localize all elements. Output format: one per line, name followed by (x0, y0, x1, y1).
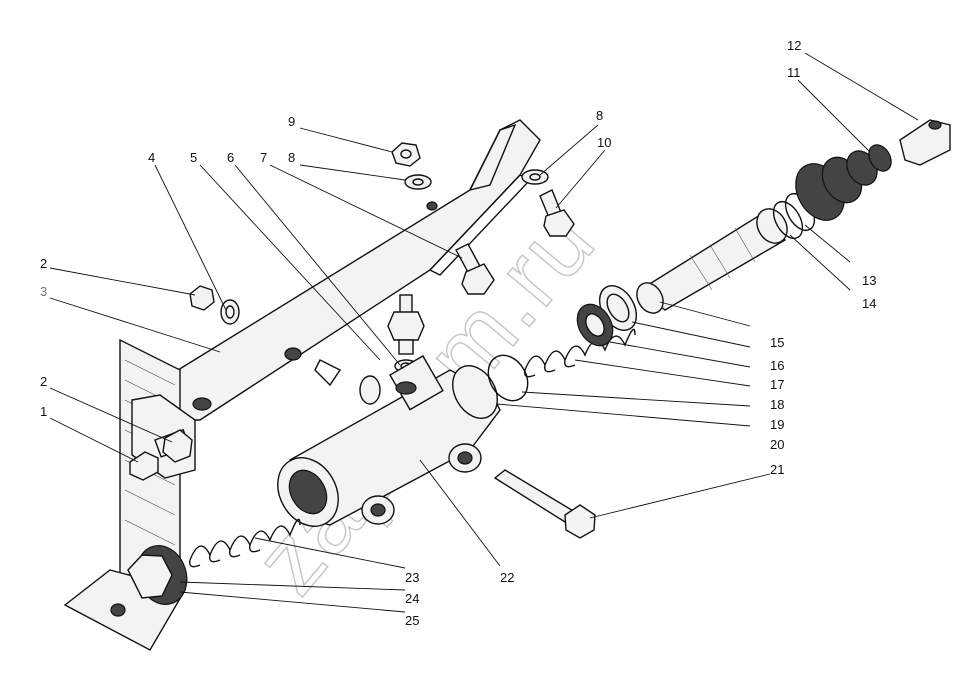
washer-drawing (359, 375, 381, 405)
part-label-9: 9 (288, 114, 295, 129)
leader-lines (49, 52, 919, 613)
seals-drawing (576, 285, 638, 347)
part-label-16: 16 (770, 358, 784, 373)
long-bolt-drawing (493, 469, 596, 539)
part-label-10: 10 (597, 135, 611, 150)
cylinder-body-drawing (277, 355, 501, 527)
part-label-24: 24 (405, 591, 419, 606)
part-label-2-nut: 2 (40, 256, 47, 271)
part-label-1: 1 (40, 404, 47, 419)
part-label-14: 14 (862, 296, 876, 311)
part-label-17: 17 (770, 377, 784, 392)
part-label-3: 3 (40, 284, 47, 299)
part-label-7: 7 (260, 150, 267, 165)
piston-drawing (636, 208, 788, 314)
ring-drawing (487, 354, 529, 402)
part-label-2-clamp: 2 (40, 374, 47, 389)
end-plug-drawing (127, 545, 188, 605)
part-label-15: 15 (770, 335, 784, 350)
top-fasteners-drawing (391, 142, 575, 295)
part-label-18: 18 (770, 397, 784, 412)
part-label-11: 11 (787, 65, 801, 80)
part-label-23: 23 (405, 570, 419, 585)
nut-washer-left-drawing (189, 285, 240, 325)
part-label-22: 22 (500, 570, 514, 585)
part-label-8-right: 8 (596, 108, 603, 123)
part-label-6: 6 (227, 150, 234, 165)
part-label-25: 25 (405, 613, 419, 628)
part-label-19: 19 (770, 417, 784, 432)
clevis-drawing (899, 119, 951, 166)
rubber-boot-drawing (795, 144, 892, 221)
part-labels: 1 2 2 3 4 5 6 7 8 8 9 10 11 12 13 14 15 … (40, 38, 876, 628)
part-label-5: 5 (190, 150, 197, 165)
part-label-12: 12 (787, 38, 801, 53)
part-label-4: 4 (148, 150, 155, 165)
clamp-bolt-drawing (129, 428, 193, 481)
part-label-8-left: 8 (288, 150, 295, 165)
part-label-21: 21 (770, 462, 784, 477)
part-label-13: 13 (862, 273, 876, 288)
part-label-20: 20 (770, 437, 784, 452)
